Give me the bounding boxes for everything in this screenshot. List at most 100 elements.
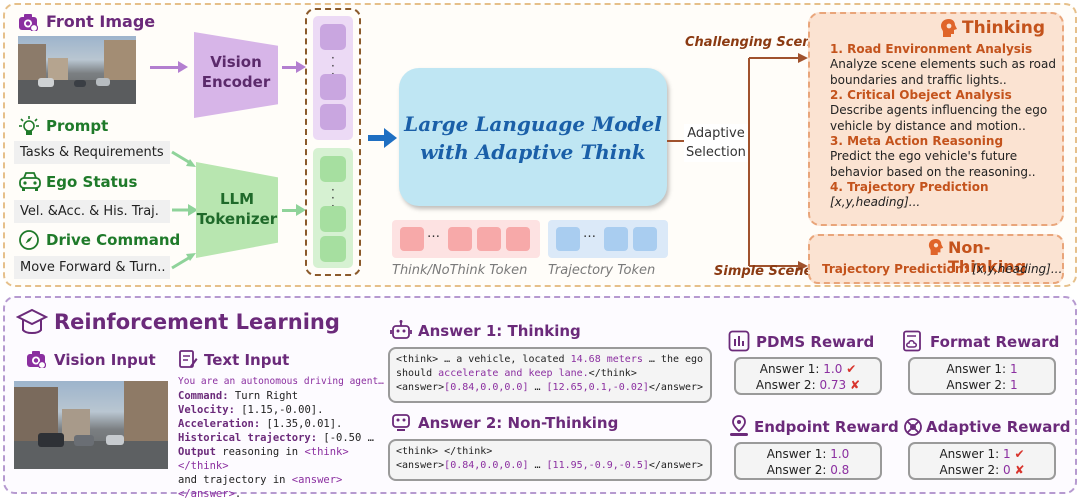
front-image-photo — [18, 36, 136, 104]
compass-icon — [18, 229, 40, 255]
camera-icon — [26, 350, 47, 372]
pdms-answer-2: Answer 2: 0.73 ✘ — [744, 377, 872, 393]
check-icon: ✔ — [1014, 447, 1025, 461]
reward-value: 1 — [1009, 362, 1018, 376]
graduation-cap-icon — [15, 308, 49, 342]
answer-highlight: [0.84,0.0,0.0] — [444, 460, 529, 471]
bar-chart-icon — [728, 330, 750, 356]
answer-highlight: 14.68 meters — [570, 354, 643, 365]
format-reward-title: Format Reward — [930, 333, 1060, 351]
vision-token — [320, 74, 346, 100]
thinking-step-text: Analyze scene elements such as road — [830, 57, 1056, 71]
ego-status-label: Ego Status — [46, 173, 138, 191]
llm-box: Large Language Model with Adaptive Think — [399, 68, 667, 206]
text-input-key: Command: — [178, 390, 229, 402]
robot-icon — [390, 319, 412, 345]
arrows-to-tokenizer — [171, 150, 198, 270]
text-input-key: Acceleration: — [178, 418, 261, 430]
answer-text: should — [396, 368, 439, 379]
cross-icon: ✘ — [1014, 463, 1025, 477]
endpoint-answer-2: Answer 2: 0.8 — [744, 462, 872, 478]
answer-highlight: [12.65,0.1,-0.02] — [546, 382, 649, 393]
lightbulb-icon — [18, 115, 40, 141]
answer-text: <answer> — [396, 382, 445, 393]
answer-text: … — [528, 382, 547, 393]
format-reward-box: Answer 1: 1 Answer 2: 1 — [908, 357, 1056, 395]
drive-command-label: Drive Command — [46, 231, 181, 249]
thinking-step-text: vehicle by distance and motion.. — [830, 119, 1026, 133]
reward-value: 0.73 — [819, 378, 847, 392]
text-input-line: Acceleration: [1.35,0.01]. — [178, 417, 386, 431]
text-input-line: Command: Turn Right — [178, 389, 386, 403]
reward-value: 1.0 — [823, 362, 843, 376]
answer-label: Answer 2: — [755, 378, 816, 392]
llm-title-line-2: with Adaptive Think — [420, 140, 646, 164]
vision-token — [320, 104, 346, 130]
ellipsis: … — [583, 226, 596, 241]
ego-status-header: Ego Status — [18, 171, 178, 193]
text-input-key: Velocity: — [178, 404, 235, 416]
llm-tokenizer — [196, 162, 278, 258]
thinking-step-text: behavior based on the reasoning.. — [830, 165, 1036, 179]
think-token — [400, 227, 424, 251]
llm-tokenizer-line-2: Tokenizer — [196, 210, 278, 228]
vision-input-label: Vision Input — [54, 351, 156, 369]
car-icon — [18, 171, 42, 197]
thinking-step-text: Describe agents influencing the ego — [830, 103, 1048, 117]
trajectory-token — [633, 227, 657, 251]
arrowhead — [296, 204, 306, 216]
text-input-tag: <think></think> — [178, 446, 349, 472]
trajectory-token — [604, 227, 628, 251]
text-input-value: Turn Right — [228, 390, 299, 402]
answer-label: Answer 1: — [759, 362, 820, 376]
answer-text: </think> — [588, 368, 637, 379]
answer-1-title: Answer 1: Thinking — [418, 322, 581, 340]
vision-encoder-line-2: Encoder — [201, 73, 271, 91]
llm-tokenizer-label: LLM Tokenizer — [196, 189, 278, 229]
answer-1-line: <think> … a vehicle, located 14.68 meter… — [396, 353, 704, 367]
answer-highlight: [11.95,-0.9,-0.5] — [546, 460, 649, 471]
thinking-step-heading: 3. Meta Action Reasoning — [830, 134, 1004, 148]
thinking-step-heading: 4. Trajectory Prediction — [830, 180, 989, 194]
arrowhead — [384, 128, 397, 148]
front-image-label: Front Image — [46, 12, 156, 31]
reward-value: 0 — [1003, 463, 1011, 477]
answer-label: Answer 1: — [939, 447, 1000, 461]
brain-head-icon — [940, 18, 958, 42]
answer-text: </answer> — [648, 382, 704, 393]
text-input-line: Historical trajectory: [-0.50 … — [178, 431, 386, 445]
answer-text: <think> … a vehicle, located — [396, 354, 571, 365]
reward-value: 1 — [1003, 447, 1011, 461]
simple-scene-label: Simple Scene — [714, 264, 813, 279]
rl-title: Reinforcement Learning — [54, 310, 340, 334]
text-input-key: Output — [178, 446, 216, 458]
document-edit-icon — [178, 349, 198, 373]
endpoint-reward-title: Endpoint Reward — [754, 418, 899, 436]
thinking-step-heading: 1. Road Environment Analysis — [830, 42, 1033, 56]
text-input-line: Output reasoning in <think></think> — [178, 445, 386, 473]
think-token-legend: Think/NoThink Token — [392, 263, 528, 278]
answer-text: … the ego — [642, 354, 704, 365]
think-token-group: … — [392, 220, 540, 258]
answer-2-line: <think> </think> — [396, 446, 493, 457]
trajectory-token-legend: Trajectory Token — [548, 263, 656, 278]
prompt-header: Prompt — [18, 115, 178, 137]
thinking-step-text: [x,y,heading]... — [830, 195, 921, 209]
answer-text: … — [528, 460, 547, 471]
format-answer-2: Answer 2: 1 — [918, 377, 1046, 393]
text-input-label: Text Input — [204, 351, 290, 369]
arrow-encoder-to-tokens — [282, 66, 298, 69]
arrowhead — [178, 61, 188, 73]
reward-value: 1.0 — [830, 447, 850, 461]
endpoint-reward-box: Answer 1: 1.0 Answer 2: 0.8 — [734, 442, 882, 480]
answer-label: Answer 1: — [946, 362, 1007, 376]
pdms-reward-box: Answer 1: 1.0 ✔ Answer 2: 0.73 ✘ — [734, 357, 882, 395]
text-token — [320, 156, 346, 182]
text-input-content: You are an autonomous driving agent… Com… — [178, 375, 386, 498]
text-input-key: Historical trajectory: — [178, 432, 318, 444]
text-input-value: . — [234, 488, 242, 498]
adaptive-selection-line-1: Adaptive — [687, 126, 745, 141]
think-token — [477, 227, 501, 251]
text-input-value: [1.35,0.01]. — [260, 418, 343, 430]
location-pin-icon — [728, 414, 750, 442]
